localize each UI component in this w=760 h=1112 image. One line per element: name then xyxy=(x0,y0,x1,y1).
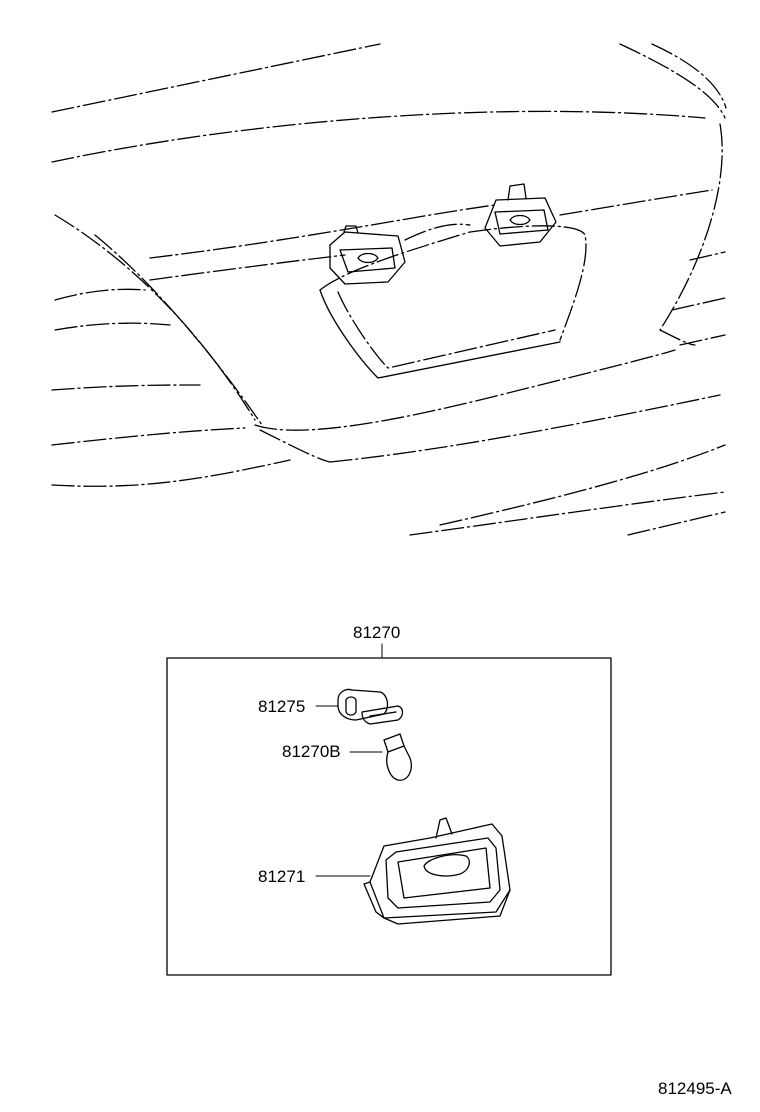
assembly-callout: 81270 xyxy=(166,623,612,976)
installed-lamp-left xyxy=(329,225,406,285)
installed-lamp-right xyxy=(484,183,557,247)
socket-part-number: 81275 xyxy=(258,697,305,716)
bulb-part: 81270B xyxy=(282,733,412,781)
drawing-code: 812495-A xyxy=(658,1079,732,1098)
lens-housing-part-number: 81271 xyxy=(258,867,305,886)
socket-part: 81275 xyxy=(258,688,404,725)
bulb-part-number: 81270B xyxy=(282,742,341,761)
assembly-part-number: 81270 xyxy=(353,623,400,642)
assembly-box xyxy=(166,657,612,976)
car-rear-illustration xyxy=(51,43,727,536)
lens-housing-part: 81271 xyxy=(258,817,511,925)
